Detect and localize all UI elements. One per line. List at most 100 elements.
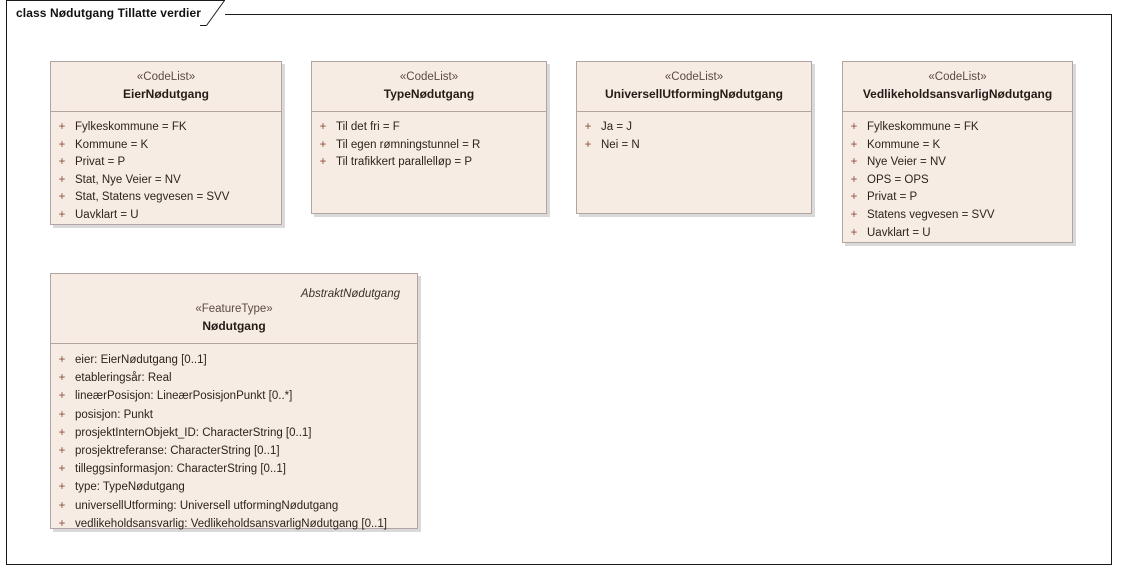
attribute-row: + Privat = P (51, 154, 281, 172)
attribute-label: lineærPosisjon: LineærPosisjonPunkt [0..… (75, 390, 293, 403)
attribute-label: Kommune = K (75, 138, 149, 151)
attribute-label: Stat, Statens vegvesen = SVV (75, 191, 230, 204)
attribute-label: Fylkeskommune = FK (867, 121, 979, 133)
class-name: EierNødutgang (123, 87, 209, 101)
class-attribute-list: + Fylkeskommune = FK + Kommune = K + Nye Ve… (843, 112, 1072, 249)
attribute-row: + Nei = N (577, 137, 811, 155)
visibility-marker: + (58, 121, 66, 133)
attribute-row: + posisjon: Punkt (51, 406, 417, 424)
class-name: Nødutgang (202, 319, 266, 333)
visibility-marker: + (584, 138, 592, 151)
visibility-marker: + (58, 354, 66, 366)
attribute-label: Kommune = K (867, 138, 941, 151)
attribute-label: Til egen rømningstunnel = R (336, 138, 481, 151)
visibility-marker: + (58, 390, 66, 403)
attribute-row: +universellUtforming: Universell utformi… (51, 497, 417, 515)
attribute-row: + Fylkeskommune = FK (843, 119, 1072, 137)
attribute-row: + Til egen rømningstunnel = R (312, 137, 546, 155)
attribute-label: universellUtforming: Universell utformin… (75, 499, 339, 512)
uml-class-eiernodutgang[interactable]: «CodeList» EierNødutgang + Fylkeskommune … (50, 61, 282, 225)
attribute-label: etableringsår: Real (75, 372, 172, 385)
attribute-row: + Kommune = K (843, 137, 1072, 155)
class-stereotype: «CodeList» (928, 71, 987, 83)
visibility-marker: + (850, 226, 858, 239)
visibility-marker: + (58, 426, 66, 439)
class-stereotype: «FeatureType» (195, 303, 273, 315)
attribute-label: posisjon: Punkt (75, 408, 153, 421)
visibility-marker: + (584, 121, 592, 133)
attribute-row: + eier: EierNødutgang [0..1] (51, 351, 417, 369)
attribute-row: + Ja = J (577, 119, 811, 137)
visibility-marker: + (319, 138, 327, 151)
class-attribute-list: +Fylkeskommune = FK +Kommune = K +Privat… (51, 112, 281, 232)
attribute-row: + Uavklart = U (843, 225, 1072, 243)
attribute-label: Stat, Nye Veier = NV (75, 173, 181, 186)
attribute-row: + Statens vegvesen = SVV (843, 207, 1072, 225)
uml-class-universellutformingnodutgang[interactable]: «CodeList» UniversellUtformingNødutgang … (576, 61, 812, 214)
attribute-label: Nei = N (601, 138, 640, 151)
visibility-marker: + (58, 208, 66, 221)
abstract-supertype-label: AbstraktNødutgang (300, 288, 400, 300)
uml-class-typenodutgang[interactable]: «CodeList» TypeNødutgang +Til det fri = … (311, 61, 547, 214)
attribute-row: +OPS = OPS (843, 172, 1072, 190)
visibility-marker: + (58, 173, 66, 186)
attribute-row: + Nye Veier = NV (843, 154, 1072, 172)
diagram-title: class Nødutgang Tillatte verdier (16, 6, 202, 20)
class-attribute-list: + Ja = J + Nei = N (577, 112, 811, 161)
visibility-marker: + (58, 445, 66, 458)
attribute-label: Til det fri = F (336, 121, 400, 133)
attribute-row: +etableringsår: Real (51, 369, 417, 387)
visibility-marker: + (850, 138, 858, 151)
attribute-row: + Til det fri = F (312, 119, 546, 137)
attribute-label: Til trafikkert parallelløp = P (336, 156, 473, 169)
attribute-label: Statens vegvesen = SVV (867, 208, 995, 221)
diagram-title-tab: class Nødutgang Tillatte verdier (6, 0, 225, 25)
class-attribute-list: +eier: EierNødutgang [0..1] +etablerings… (51, 344, 417, 540)
attribute-row: + Uavklart = U (51, 207, 281, 225)
attribute-row: + Stat, Nye Veier = NV (51, 172, 281, 190)
attribute-row: + Privat = P (843, 189, 1072, 207)
attribute-row: + Fylkeskommune = FK (51, 119, 281, 137)
attribute-label: Nye Veier = NV (867, 156, 946, 169)
attribute-row: +type: TypeNødutgang (51, 478, 417, 496)
attribute-row: + tilleggsinformasjon: CharacterString [0… (51, 460, 417, 478)
class-header: «CodeList» EierNødutgang (51, 62, 281, 112)
attribute-label: Privat = P (75, 156, 126, 169)
attribute-label: Privat = P (867, 191, 918, 204)
attribute-row: + prosjektreferanse: CharacterString [0..… (51, 442, 417, 460)
attribute-label: prosjektreferanse: CharacterString [0..1… (75, 445, 280, 458)
class-name: UniversellUtformingNødutgang (604, 87, 783, 101)
attribute-label: eier: EierNødutgang [0..1] (75, 354, 207, 366)
attribute-row: +Kommune = K (51, 137, 281, 155)
visibility-marker: + (850, 173, 858, 186)
visibility-marker: + (58, 463, 66, 476)
attribute-row: +prosjektInternObjekt_ID: CharacterStrin… (51, 424, 417, 442)
attribute-label: Uavklart = U (75, 208, 139, 221)
visibility-marker: + (58, 408, 66, 421)
attribute-row: +Til trafikkert parallelløp = P (312, 154, 546, 172)
class-attribute-list: + Til det fri = F + Til egen rømningstunne… (312, 112, 546, 179)
class-header: AbstraktNødutgang «FeatureType» Nødutgan… (51, 274, 417, 344)
visibility-marker: + (319, 121, 327, 133)
class-name: TypeNødutgang (383, 87, 475, 101)
attribute-row: +vedlikeholdsansvarlig: Vedlikeholdsansv… (51, 515, 417, 533)
visibility-marker: + (850, 191, 858, 204)
attribute-label: Ja = J (601, 121, 633, 133)
attribute-label: Fylkeskommune = FK (75, 121, 187, 133)
visibility-marker: + (850, 121, 858, 133)
class-header: «CodeList» VedlikeholdsansvarligNødutgan… (843, 62, 1072, 112)
class-name: VedlikeholdsansvarligNødutgang (862, 87, 1053, 101)
visibility-marker: + (58, 191, 66, 204)
visibility-marker: + (850, 156, 858, 169)
attribute-label: Uavklart = U (867, 226, 931, 239)
uml-class-vedlikeholdsansvarlignodutgang[interactable]: «CodeList» VedlikeholdsansvarligNødutgan… (842, 61, 1073, 243)
attribute-row: + Stat, Statens vegvesen = SVV (51, 189, 281, 207)
class-header: «CodeList» UniversellUtformingNødutgang (577, 62, 811, 112)
attribute-label: tilleggsinformasjon: CharacterString [0.… (75, 463, 286, 476)
class-stereotype: «CodeList» (136, 71, 196, 83)
visibility-marker: + (850, 208, 858, 221)
uml-class-nodutgang[interactable]: AbstraktNødutgang «FeatureType» Nødutgan… (50, 273, 418, 530)
class-stereotype: «CodeList» (664, 71, 724, 83)
visibility-marker: + (58, 156, 66, 169)
attribute-label: type: TypeNødutgang (75, 481, 185, 494)
